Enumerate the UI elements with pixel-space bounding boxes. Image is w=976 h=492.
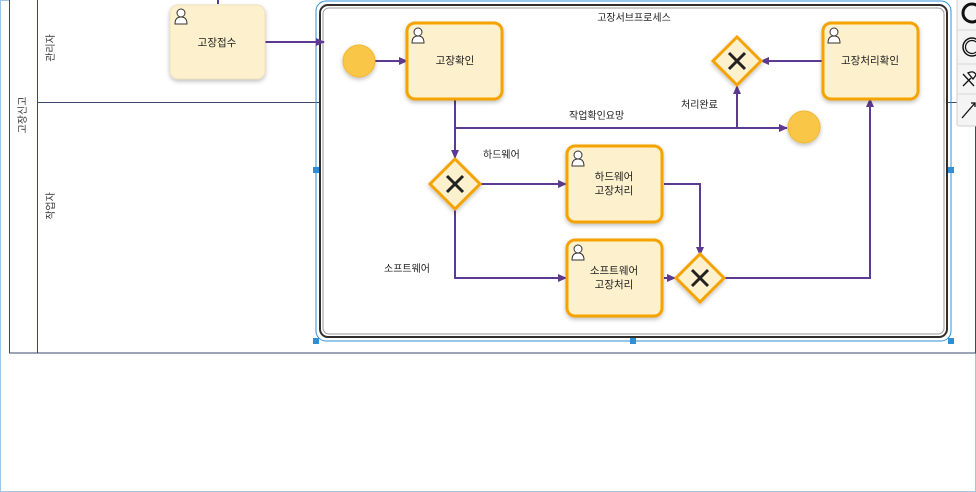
flow-hardware-to-merge[interactable] — [664, 183, 704, 256]
resize-handle-right[interactable] — [948, 167, 954, 173]
task-software-label-line2: 고장처리 — [595, 279, 634, 291]
task-confirm[interactable]: 고장확인 — [405, 21, 504, 101]
resize-handle-left[interactable] — [313, 167, 319, 173]
lane-label-worker: 작업자 — [44, 192, 57, 220]
resize-handle-bottom-left[interactable] — [313, 338, 319, 344]
user-task-icon — [571, 244, 585, 261]
flow-merge-to-process-confirm[interactable] — [724, 98, 874, 279]
user-task-icon — [571, 150, 585, 167]
task-hardware-label-line2: 고장처리 — [595, 185, 634, 197]
exclusive-gateway-top[interactable] — [710, 34, 764, 88]
lane-label-manager: 관리자 — [45, 34, 57, 62]
subprocess-label: 고장서브프로세스 — [597, 12, 671, 24]
task-confirm-label: 고장확인 — [436, 54, 475, 67]
edge-label-hardware: 하드웨어 — [483, 148, 520, 161]
task-software[interactable]: 소프트웨어 고장처리 — [565, 238, 664, 318]
task-hardware[interactable]: 하드웨어 고장처리 — [565, 144, 664, 224]
resize-handle-bottom[interactable] — [630, 338, 636, 344]
user-task-icon — [827, 27, 841, 44]
task-hardware-label-line1: 하드웨어 — [595, 170, 634, 183]
lane-worker[interactable]: 작업자 — [44, 192, 57, 220]
sequence-flows — [217, 0, 874, 282]
resize-handle-bottom-right[interactable] — [948, 338, 954, 344]
user-task-icon — [411, 27, 425, 44]
end-event-icon[interactable] — [961, 2, 976, 24]
edge-label-completed: 처리완료 — [681, 99, 718, 111]
tools-icon[interactable] — [962, 71, 976, 87]
task-receive-label: 고장접수 — [198, 37, 237, 49]
pool-label: 고장신고 — [17, 97, 29, 134]
task-process-confirm[interactable]: 고장처리확인 — [821, 21, 920, 101]
task-software-label-line1: 소프트웨어 — [590, 265, 638, 277]
task-receive[interactable]: 고장접수 — [169, 4, 266, 80]
flow-completed-to-end[interactable] — [736, 86, 788, 132]
exclusive-gateway-merge[interactable] — [673, 251, 727, 305]
intermediate-event-icon[interactable] — [962, 37, 976, 57]
start-event[interactable] — [342, 44, 376, 78]
edge-label-request-confirm: 작업확인요망 — [569, 109, 624, 122]
connect-tool-icon[interactable] — [961, 102, 976, 119]
flow-software[interactable] — [454, 209, 567, 282]
task-process-confirm-label: 고장처리확인 — [841, 54, 899, 67]
end-event[interactable] — [787, 110, 821, 144]
edge-label-software: 소프트웨어 — [384, 263, 430, 275]
palette — [956, 0, 976, 127]
exclusive-gateway-split[interactable] — [427, 156, 483, 212]
user-task-icon — [174, 8, 188, 25]
